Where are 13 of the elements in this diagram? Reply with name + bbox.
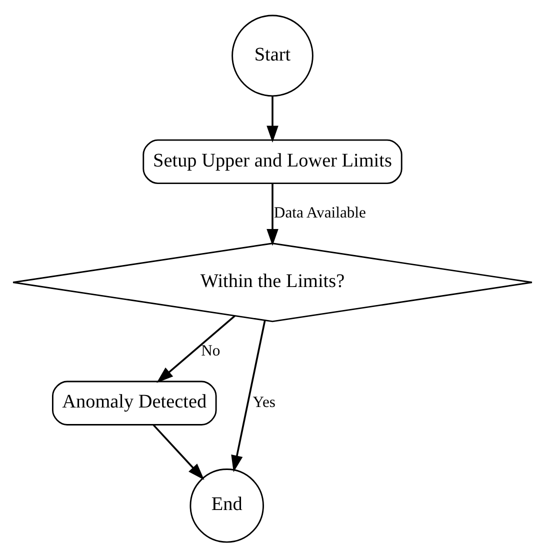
arrow xyxy=(266,96,278,142)
node-circle: Start xyxy=(232,14,314,96)
arrow xyxy=(156,314,236,382)
edge-label: Yes xyxy=(252,394,276,411)
node-box: Setup Upper and Lower Limits xyxy=(142,138,402,184)
edge-label: Data Available xyxy=(274,204,366,221)
node-circle: End xyxy=(190,468,264,542)
arrow xyxy=(266,183,278,246)
node-box: Anomaly Detected xyxy=(52,380,217,425)
arrow xyxy=(152,424,204,480)
edge-label: No xyxy=(201,342,220,360)
node-diamond: Within the Limits? xyxy=(12,242,533,322)
arrow xyxy=(231,320,266,472)
